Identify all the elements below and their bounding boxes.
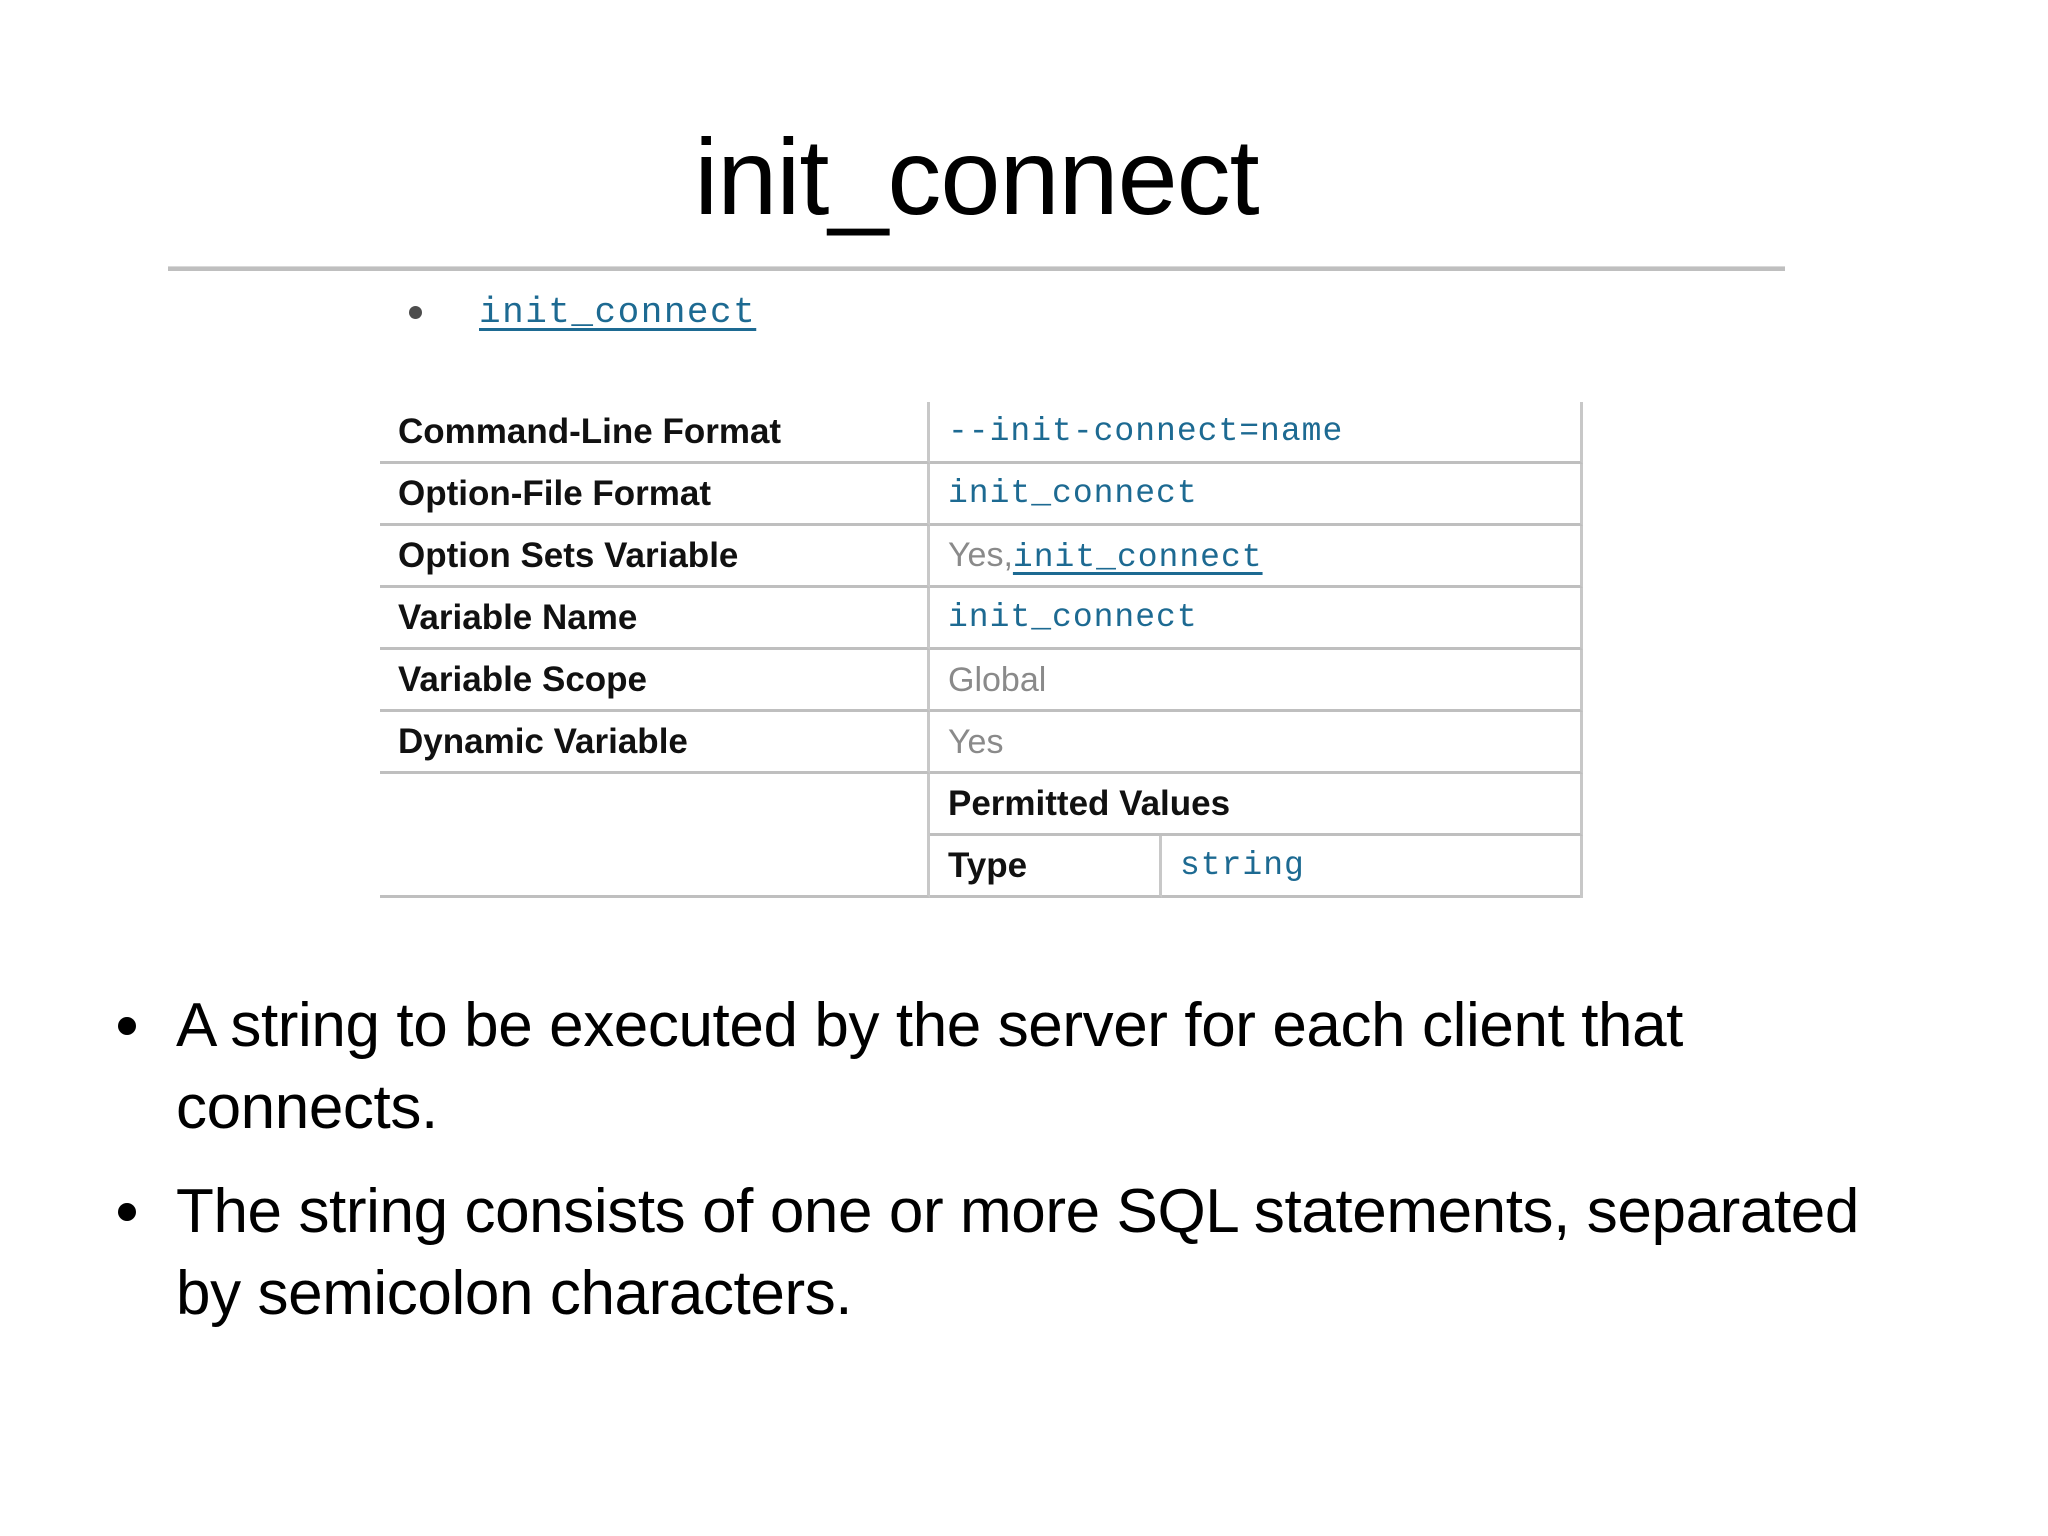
bullet-dot-icon (118, 1017, 136, 1035)
title-divider (168, 266, 1785, 271)
table-row: Type string (930, 836, 1580, 898)
label-option-sets-variable: Option Sets Variable (398, 535, 739, 575)
row-value-cell: Global (930, 650, 1583, 712)
value-option-sets-variable: Yes,init_connect (930, 536, 1580, 576)
body-bullet-text-1: A string to be executed by the server fo… (176, 991, 1684, 1142)
body-bullet-text-2: The string consists of one or more SQL s… (176, 1177, 1859, 1328)
row-label-cell-empty (380, 836, 930, 898)
row-value-cell: init_connect (930, 588, 1583, 650)
value-type: string (1180, 846, 1305, 884)
table-row: Variable Name init_connect (380, 588, 1583, 650)
option-summary-table: Command-Line Format --init-connect=name … (380, 402, 1583, 898)
permitted-values-subtable-cell: Type string (930, 836, 1583, 898)
row-value-cell: init_connect (930, 464, 1583, 526)
table-row: Variable Scope Global (380, 650, 1583, 712)
label-dynamic-variable: Dynamic Variable (398, 721, 688, 761)
value-option-sets-variable-link[interactable]: init_connect (1012, 538, 1263, 576)
value-permitted-values-heading: Permitted Values (948, 783, 1231, 823)
row-label-cell: Variable Name (380, 588, 930, 650)
value-variable-scope: Global (948, 660, 1047, 699)
body-bullet-list: A string to be executed by the server fo… (118, 985, 1948, 1357)
value-option-file-format: init_connect (948, 474, 1198, 512)
permitted-values-table: Type string (930, 836, 1580, 898)
sub-label-cell: Type (930, 836, 1162, 898)
row-value-cell: Yes,init_connect (930, 526, 1583, 588)
table-row: Type string (380, 836, 1583, 898)
row-value-cell: Permitted Values (930, 774, 1583, 836)
row-label-cell: Option Sets Variable (380, 526, 930, 588)
table-row: Option-File Format init_connect (380, 464, 1583, 526)
label-variable-name: Variable Name (398, 597, 638, 637)
table-row: Command-Line Format --init-connect=name (380, 402, 1583, 464)
row-value-cell: --init-connect=name (930, 402, 1583, 464)
row-label-cell-empty (380, 774, 930, 836)
label-variable-scope: Variable Scope (398, 659, 648, 699)
label-option-file-format: Option-File Format (398, 473, 712, 513)
row-label-cell: Dynamic Variable (380, 712, 930, 774)
row-value-cell: Yes (930, 712, 1583, 774)
value-dynamic-variable: Yes (948, 722, 1004, 761)
bullet-dot-icon (118, 1203, 136, 1221)
value-option-sets-variable-prefix: Yes, (948, 535, 1013, 574)
bullet-dot-icon (409, 305, 422, 319)
doc-bullet-row: init_connect (380, 286, 756, 338)
table-row: Dynamic Variable Yes (380, 712, 1583, 774)
page-title: init_connect (694, 116, 1259, 237)
value-command-line-format: --init-connect=name (948, 412, 1344, 450)
row-label-cell: Command-Line Format (380, 402, 930, 464)
row-label-cell: Variable Scope (380, 650, 930, 712)
value-variable-name: init_connect (948, 598, 1198, 636)
init-connect-link[interactable]: init_connect (479, 291, 757, 333)
documentation-screenshot: init_connect Command-Line Format --init-… (380, 286, 1640, 926)
label-command-line-format: Command-Line Format (398, 411, 782, 451)
table-row: Option Sets Variable Yes,init_connect (380, 526, 1583, 588)
sub-value-cell: string (1162, 836, 1580, 898)
row-label-cell: Option-File Format (380, 464, 930, 526)
list-item: The string consists of one or more SQL s… (118, 1171, 1948, 1335)
list-item: A string to be executed by the server fo… (118, 985, 1948, 1149)
label-type: Type (948, 845, 1028, 885)
table-row: Permitted Values (380, 774, 1583, 836)
